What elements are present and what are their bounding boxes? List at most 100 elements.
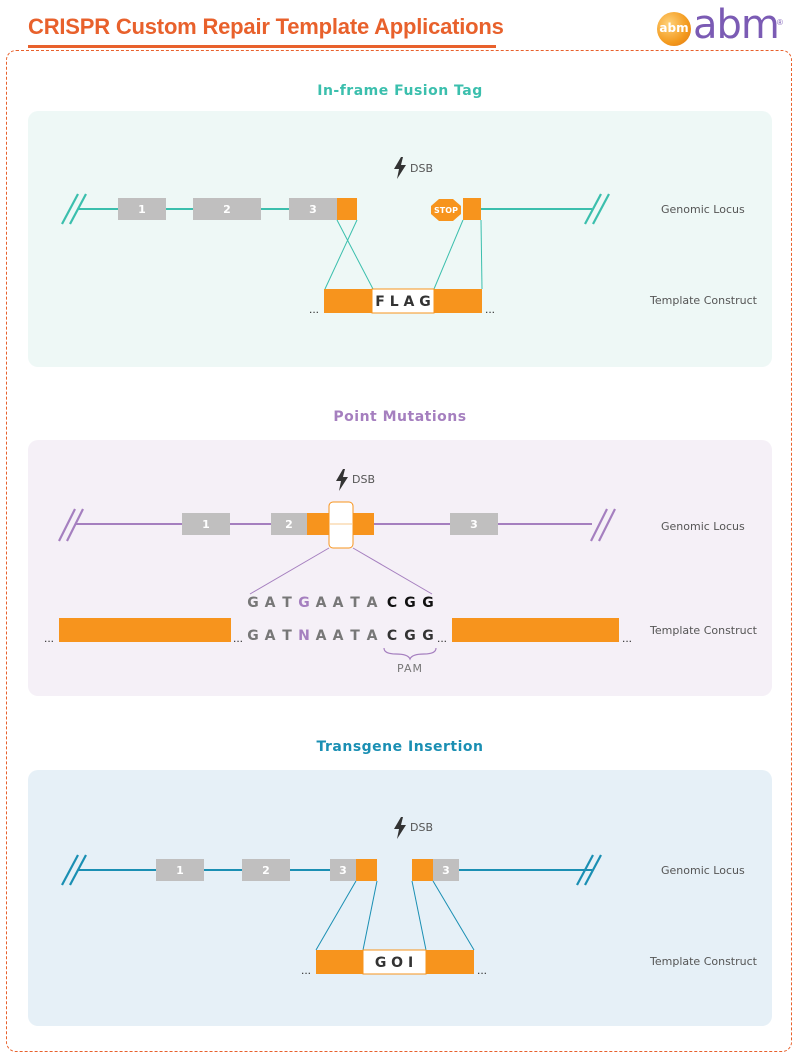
dashed-frame bbox=[6, 50, 792, 1052]
exon-2 bbox=[242, 859, 290, 881]
dsb-bolt-icon bbox=[336, 469, 348, 491]
section-title-transgene: Transgene Insertion bbox=[316, 739, 484, 755]
template-homology-left bbox=[59, 618, 231, 642]
title-bold: CRISPR bbox=[28, 14, 110, 39]
transgene-diagram: DSB 1 2 3 3 G O I ... ... bbox=[61, 817, 602, 977]
seq-bot-7: A bbox=[367, 628, 378, 644]
seq-bot-10: G bbox=[422, 628, 434, 644]
seq-bot-3: N bbox=[298, 628, 310, 644]
label-template-construct-3: Template Construct bbox=[650, 955, 757, 968]
seq-bot-6: T bbox=[350, 628, 360, 644]
exon-1 bbox=[156, 859, 204, 881]
label-genomic-locus-3: Genomic Locus bbox=[661, 864, 745, 877]
ellipsis-right: ... bbox=[477, 963, 487, 977]
sequence-bottom: G A T N A A T A C G G bbox=[247, 628, 434, 644]
exon-3-left-label: 3 bbox=[339, 864, 347, 877]
ellipsis-mid-left: ... bbox=[233, 631, 243, 645]
ellipsis-right: ... bbox=[622, 631, 632, 645]
pam-brace-icon bbox=[383, 647, 437, 661]
ellipsis-mid-right: ... bbox=[437, 631, 447, 645]
exon-2-label: 2 bbox=[223, 203, 231, 216]
seq-bot-9: G bbox=[404, 628, 416, 644]
seq-top-9: G bbox=[404, 595, 416, 611]
panel-point-mutations bbox=[28, 440, 772, 696]
title-underline bbox=[28, 45, 496, 48]
label-template-construct-2: Template Construct bbox=[650, 624, 757, 637]
ellipsis-right: ... bbox=[485, 302, 495, 316]
exon-3 bbox=[289, 198, 337, 220]
label-genomic-locus-1: Genomic Locus bbox=[661, 203, 745, 216]
stop-label: STOP bbox=[434, 206, 458, 215]
homology-right bbox=[463, 198, 481, 220]
logo-ball-icon: abm bbox=[657, 12, 691, 46]
seq-bot-1: A bbox=[265, 628, 276, 644]
seq-top-8: C bbox=[387, 595, 397, 611]
dsb-label: DSB bbox=[410, 821, 433, 834]
ellipsis-left: ... bbox=[44, 631, 54, 645]
seq-bot-4: A bbox=[316, 628, 327, 644]
logo-text: abm bbox=[693, 2, 780, 48]
section-title-fusion-tag: In-frame Fusion Tag bbox=[317, 83, 483, 99]
exon-2 bbox=[193, 198, 261, 220]
exon-3-right-label: 3 bbox=[442, 864, 450, 877]
seq-top-6: T bbox=[350, 595, 360, 611]
exon-1-label: 1 bbox=[202, 518, 210, 531]
flag-insert bbox=[371, 288, 435, 314]
break-mark-right-icon bbox=[576, 854, 602, 886]
template-homology-right bbox=[452, 618, 619, 642]
exon-1 bbox=[182, 513, 230, 535]
panel-transgene bbox=[28, 770, 772, 1026]
ellipsis-left: ... bbox=[309, 302, 319, 316]
exon-3-left bbox=[330, 859, 356, 881]
panel-fusion-tag bbox=[28, 111, 772, 367]
exon-2-label: 2 bbox=[285, 518, 293, 531]
seq-top-2: T bbox=[282, 595, 292, 611]
point-mutation-diagram: DSB 1 2 3 G A T G A A T bbox=[44, 469, 632, 675]
seq-top-10: G bbox=[422, 595, 434, 611]
seq-top-5: A bbox=[333, 595, 344, 611]
flag-label: F L A G bbox=[375, 294, 430, 310]
target-site-zoom bbox=[328, 501, 354, 549]
seq-bot-5: A bbox=[333, 628, 344, 644]
seq-top-0: G bbox=[247, 595, 259, 611]
break-mark-left-icon bbox=[61, 193, 87, 225]
crossover-lines bbox=[324, 219, 483, 290]
crossover-lines bbox=[315, 880, 475, 951]
seq-bot-0: G bbox=[247, 628, 259, 644]
seq-bot-2: T bbox=[282, 628, 292, 644]
exon-3-label: 3 bbox=[470, 518, 478, 531]
sequence-top: G A T G A A T A C G G bbox=[247, 595, 434, 611]
label-genomic-locus-2: Genomic Locus bbox=[661, 520, 745, 533]
ellipsis-left: ... bbox=[301, 963, 311, 977]
exon-1-label: 1 bbox=[138, 203, 146, 216]
exon-3-label: 3 bbox=[309, 203, 317, 216]
exon-3-right bbox=[433, 859, 459, 881]
seq-top-1: A bbox=[265, 595, 276, 611]
section-title-point-mutations: Point Mutations bbox=[333, 409, 467, 425]
exon-2-label: 2 bbox=[262, 864, 270, 877]
exon-1 bbox=[118, 198, 166, 220]
title-rest: Custom Repair Template Applications bbox=[109, 14, 504, 39]
break-mark-right-icon bbox=[590, 508, 616, 542]
seq-top-4: A bbox=[316, 595, 327, 611]
template-homology-left bbox=[324, 289, 372, 313]
template-homology-left bbox=[316, 950, 363, 974]
seq-bot-8: C bbox=[387, 628, 397, 644]
homology-right bbox=[412, 859, 433, 881]
dsb-bolt-icon bbox=[394, 817, 406, 839]
dsb-bolt-icon bbox=[394, 157, 406, 179]
break-mark-left-icon bbox=[61, 854, 87, 886]
break-mark-left-icon bbox=[58, 508, 84, 542]
fusion-tag-diagram: DSB 1 2 3 STOP bbox=[61, 157, 610, 316]
stop-codon-icon bbox=[431, 199, 461, 221]
exon-3 bbox=[450, 513, 498, 535]
seq-top-7: A bbox=[367, 595, 378, 611]
logo-registered: ® bbox=[777, 18, 783, 27]
logo-ball-text: abm bbox=[659, 21, 689, 35]
seq-top-3: G bbox=[298, 595, 310, 611]
pam-label: PAM bbox=[397, 662, 423, 675]
template-homology-right bbox=[426, 950, 474, 974]
page-title: CRISPR Custom Repair Template Applicatio… bbox=[28, 14, 504, 40]
template-homology-right bbox=[434, 289, 482, 313]
